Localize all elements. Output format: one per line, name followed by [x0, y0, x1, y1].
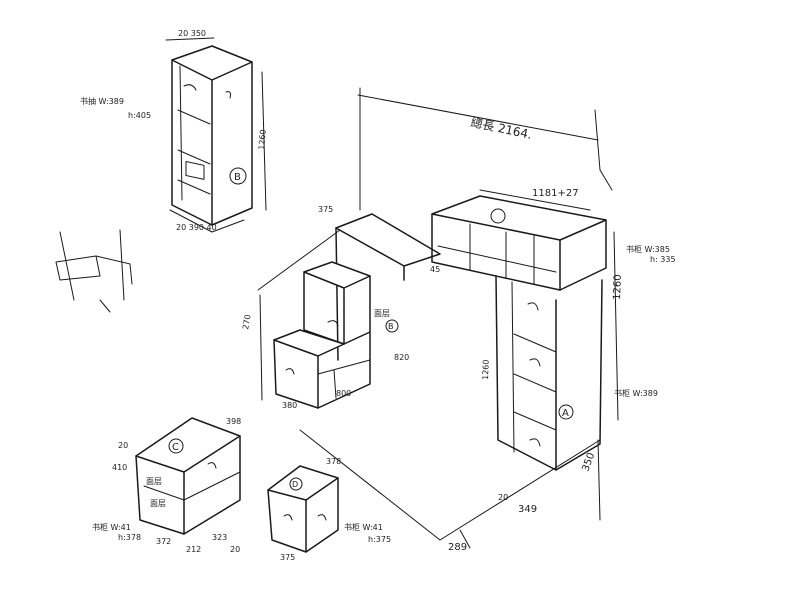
bottom-left-top: 398 — [226, 417, 241, 426]
right-notes: 书柜 W:385 h: 335 书柜 W:389 — [614, 244, 676, 398]
bottom-left-dim-3: 323 — [212, 533, 227, 542]
tall-unit-height: 1260 — [257, 129, 268, 150]
margin-scribble — [55, 229, 133, 313]
top-unit-width: 1181+27 — [532, 188, 579, 199]
step-dim-1: 270 — [241, 314, 253, 331]
desk-45: 45 — [430, 265, 440, 274]
stool-letter: D — [292, 480, 298, 489]
tall-cabinet: B 20 350 1260 书抽 W:389 h:405 20 390 40 — [80, 29, 268, 233]
pillar-height: 1260 — [481, 359, 491, 380]
desk-375: 375 — [318, 205, 333, 214]
bottom-left-note-1: 书柜 W:41 — [92, 522, 131, 532]
cabinet-note-1: 书柜 W:385 — [626, 244, 670, 254]
width-289: 289 — [448, 542, 467, 553]
dim-20: 20 — [498, 493, 508, 502]
desk-surface-label: 面层 — [374, 309, 390, 318]
tall-unit-top-dims: 20 350 — [178, 29, 206, 38]
main-desk: A B 面层 — [273, 195, 607, 471]
cabinet-note-3: 书柜 W:389 — [614, 388, 658, 398]
small-stool: D 378 375 书柜 W:41 h:375 — [267, 457, 391, 562]
step-dim-2: 380 — [282, 401, 297, 410]
tall-unit-bottom-dims: 20 390 40 — [176, 223, 217, 232]
right-height: 1260 — [612, 274, 624, 300]
bottom-left-side-2: 410 — [112, 463, 127, 472]
bottom-left-label-1: 面层 — [146, 477, 162, 486]
total-width: 總長 2164. — [469, 114, 533, 142]
wall-guides — [257, 87, 613, 549]
bottom-left-cabinet: C 398 20 410 面层 面层 372 212 323 20 书柜 W:4… — [92, 417, 241, 554]
bottom-left-dim-4: 20 — [230, 545, 240, 554]
bottom-left-letter: C — [172, 442, 179, 453]
step-dim-4: 820 — [394, 353, 409, 362]
bottom-left-dim-2: 212 — [186, 545, 201, 554]
bottom-left-label-2: 面层 — [150, 499, 166, 508]
step-dim-3: 800 — [336, 389, 351, 398]
tall-unit-letter: B — [234, 172, 241, 183]
cabinet-note-2: h: 335 — [650, 255, 676, 264]
desk-label-a: A — [562, 408, 569, 419]
desk-label-b: B — [388, 322, 394, 331]
stool-dim-2: 375 — [280, 553, 295, 562]
bottom-left-note-2: h:378 — [118, 533, 141, 542]
bottom-left-dim-1: 372 — [156, 537, 171, 546]
stool-note-2: h:375 — [368, 535, 391, 544]
stool-note-1: 书柜 W:41 — [344, 522, 383, 532]
bottom-left-side-1: 20 — [118, 441, 128, 450]
tall-unit-note-1: 书抽 W:389 — [80, 96, 124, 106]
width-349: 349 — [518, 504, 537, 515]
tall-unit-note-2: h:405 — [128, 111, 151, 120]
stool-dim-1: 378 — [326, 457, 341, 466]
